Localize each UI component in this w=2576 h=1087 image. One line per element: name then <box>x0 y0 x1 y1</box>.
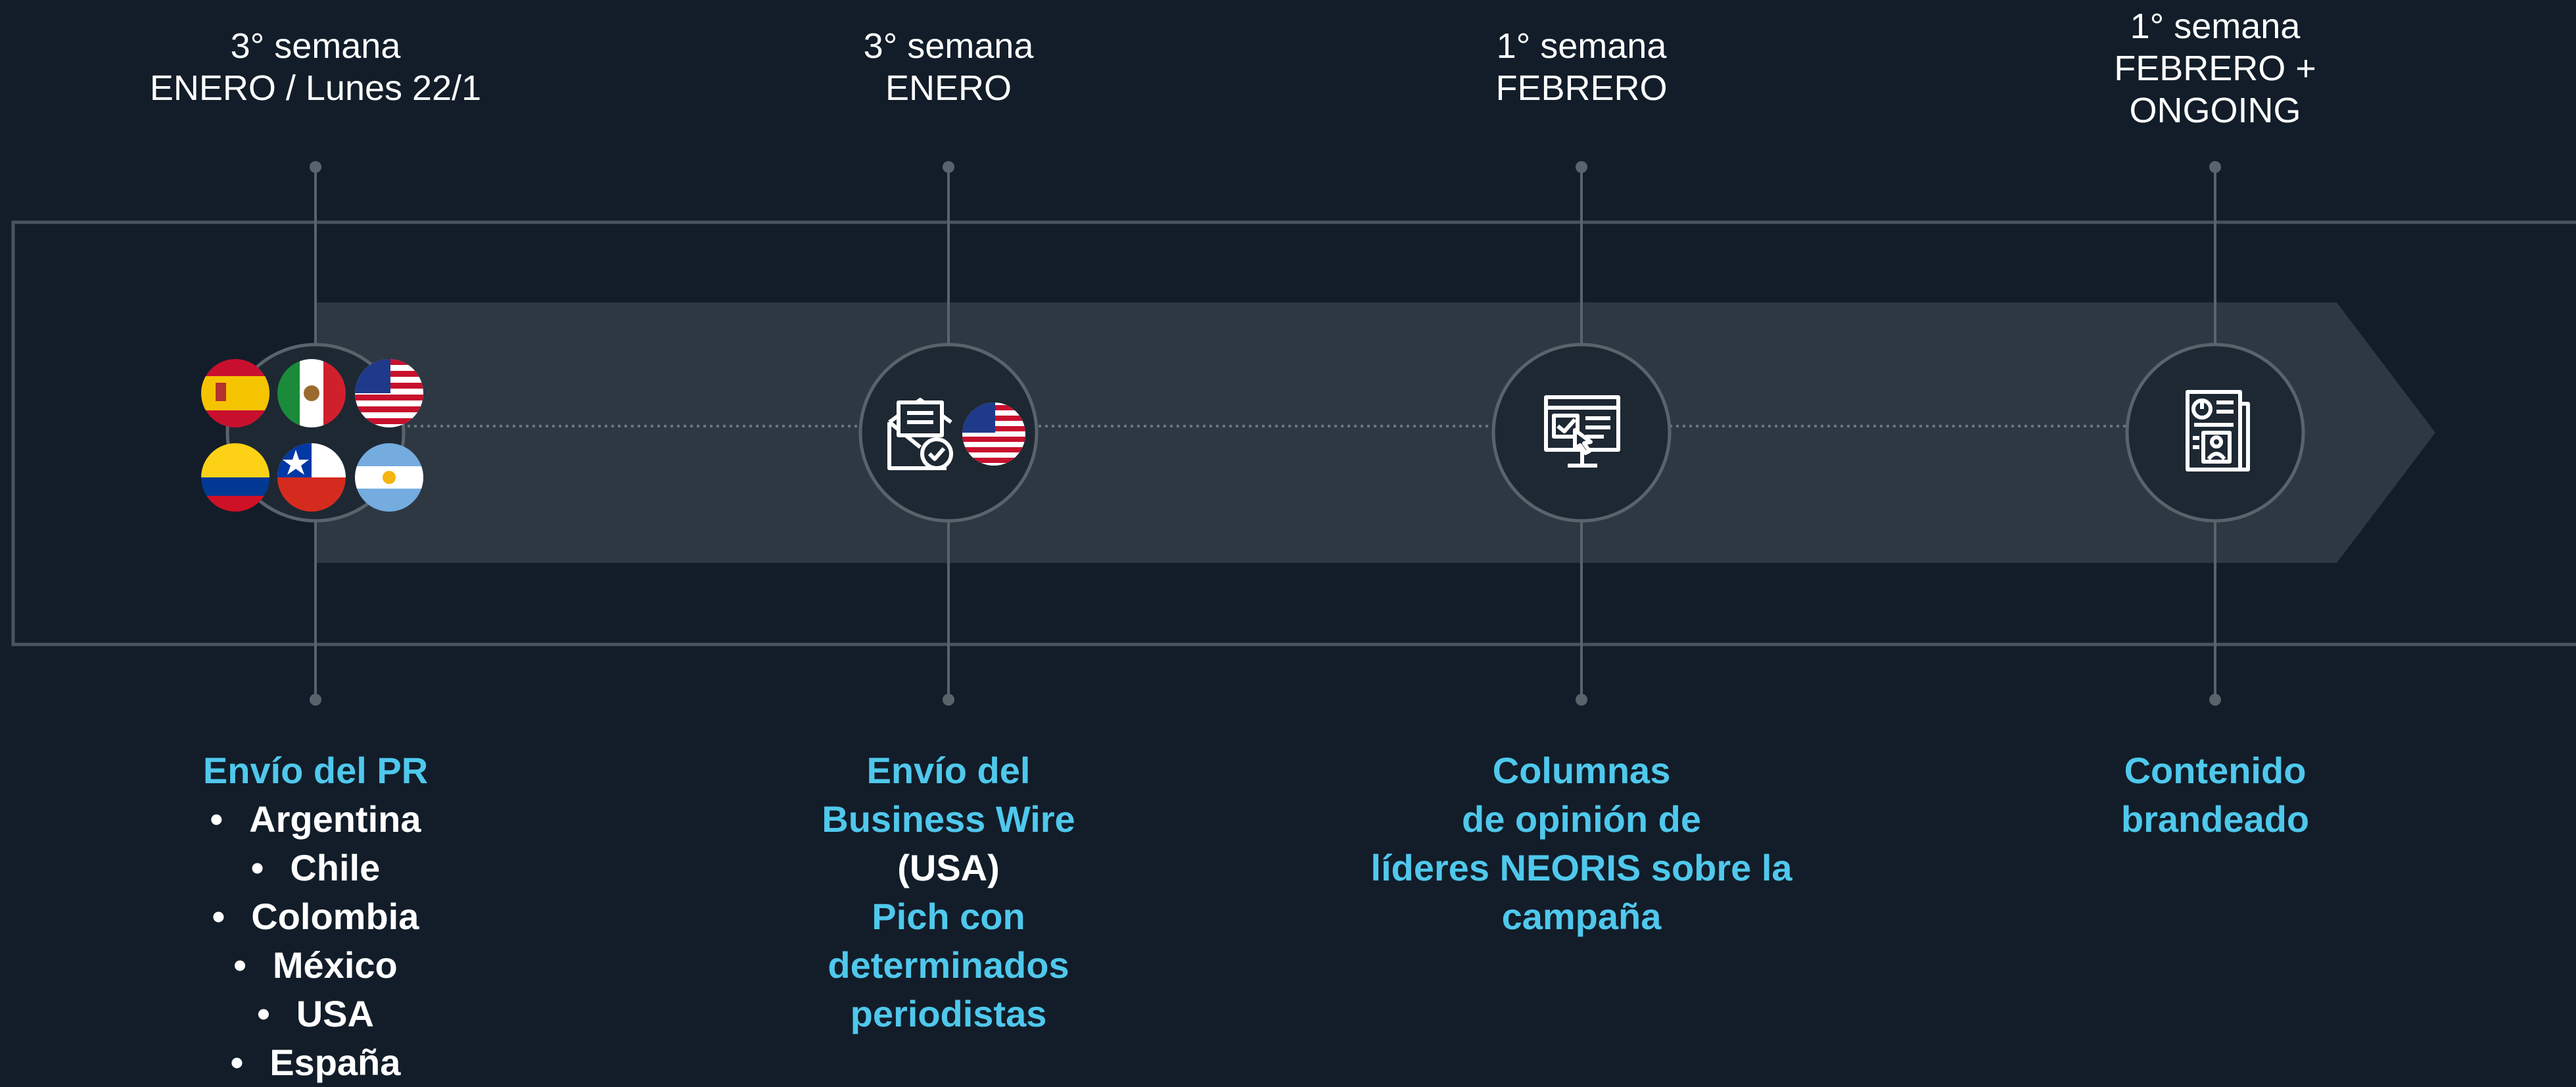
milestone-3-title: de opinión de <box>1462 798 1701 840</box>
milestone-2-title: Envío del <box>866 750 1031 791</box>
newspaper-icon <box>2125 343 2305 523</box>
argentina-flag-icon <box>355 443 423 512</box>
milestone-4-description: Contenido brandeado <box>1959 746 2471 844</box>
country-item: Argentina <box>59 795 572 844</box>
milestone-1-date: 3° semana ENERO / Lunes 22/1 <box>149 26 482 108</box>
milestone-4-date: 1° semana FEBRERO + ONGOING <box>2114 7 2316 130</box>
flags-cluster-icon <box>201 343 423 523</box>
country-item: Chile <box>59 844 572 892</box>
milestone-2-subtitle: Pich con <box>872 896 1025 937</box>
usa-flag-icon <box>962 402 1025 466</box>
milestone-4-title: Contenido <box>2124 750 2307 791</box>
milestone-2-subtitle: periodistas <box>850 993 1047 1034</box>
country-item: México <box>59 941 572 990</box>
country-item: Colombia <box>59 892 572 941</box>
spain-flag-icon <box>201 359 269 427</box>
milestone-4-title: brandeado <box>2120 798 2310 840</box>
milestone-1-title: Envío del PR <box>202 750 429 791</box>
usa-flag-icon <box>355 359 423 427</box>
milestone-2-description: Envío del Business Wire (USA) Pich con d… <box>692 746 1205 1038</box>
milestone-2-date: 3° semana ENERO <box>863 26 1034 108</box>
milestone-3-title: líderes NEORIS sobre la <box>1370 847 1792 888</box>
milestone-2-note: (USA) <box>897 847 1000 888</box>
milestone-2-title: Business Wire <box>822 798 1075 840</box>
chile-flag-icon <box>277 443 346 512</box>
country-item: USA <box>59 990 572 1038</box>
milestone-3-title: campaña <box>1501 896 1662 937</box>
milestone-3-title: Columnas <box>1492 750 1671 791</box>
timeline-frame <box>11 220 2576 646</box>
mexico-flag-icon <box>277 359 346 427</box>
milestone-2-subtitle: determinados <box>828 944 1069 986</box>
monitor-click-icon <box>1491 343 1672 523</box>
milestone-1-description: Envío del PR Argentina Chile Colombia Mé… <box>59 746 572 1087</box>
timeline-arrow-band <box>316 302 2435 563</box>
colombia-flag-icon <box>201 443 269 512</box>
country-item: España <box>59 1038 572 1087</box>
milestone-3-date: 1° semana FEBRERO <box>1495 26 1668 108</box>
mail-check-icon <box>858 343 1039 523</box>
milestone-3-description: Columnas de opinión de líderes NEORIS so… <box>1325 746 1838 941</box>
